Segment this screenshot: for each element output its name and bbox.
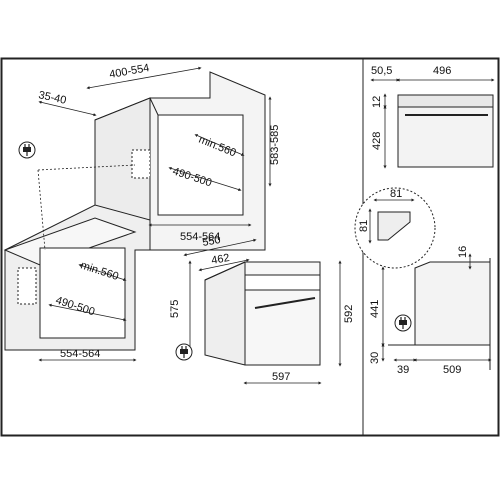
dimension-lines-oven [183,238,342,385]
dimension-lines-side-top [370,78,495,169]
label-install-bottom-gap: 30 [369,352,381,364]
label-detail-vert: 81 [358,220,370,232]
label-side-body-height: 428 [371,132,383,150]
label-oven-depth-total: 550 [201,234,221,249]
dimension-lines-left [37,66,272,362]
label-side-front-thickness: 50,5 [371,65,392,77]
label-install-front: 39 [397,364,409,376]
label-side-body-depth: 496 [433,65,451,77]
cabinet-installation-view [3,71,266,351]
label-install-top-gap: 16 [457,246,469,258]
label-oven-height-total: 592 [343,305,355,323]
corner-detail-view [354,187,436,269]
label-oven-body-depth: 462 [210,252,230,267]
label-install-height: 441 [369,300,381,318]
label-install-depth: 509 [443,364,461,376]
side-view-installed [388,258,491,370]
dimension-lines-side-bottom [381,253,492,362]
drawing-frame [0,57,500,437]
label-upper-height-range: 583-585 [269,125,281,165]
label-oven-height-body: 575 [169,300,181,318]
power-plug-icon [175,343,193,361]
oven-perspective-view [204,261,321,366]
label-lower-opening-width: 554-564 [60,348,100,360]
power-plug-icon [394,314,412,332]
label-side-top-gap: 12 [371,96,383,108]
label-detail-diag: 81 [390,188,402,200]
label-cabinet-top-gap: 35-40 [37,89,67,107]
label-oven-width: 597 [272,371,290,383]
power-plug-icon [18,141,36,159]
side-view-top [397,94,494,168]
